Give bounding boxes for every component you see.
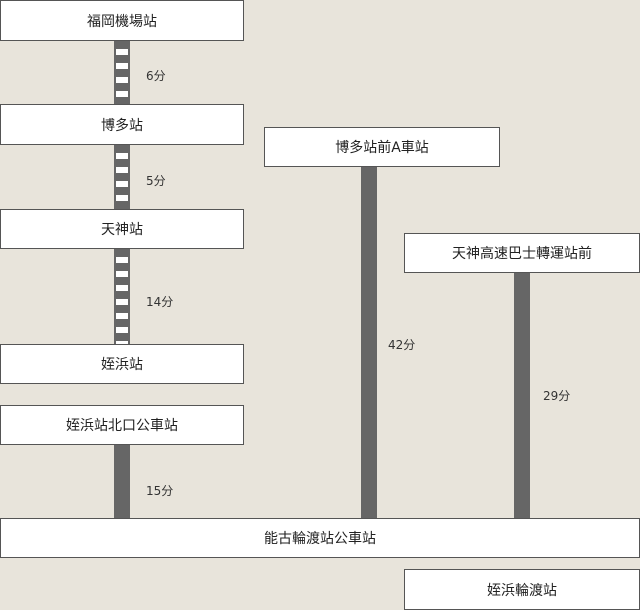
station-tenjin-highway-bus-terminal: 天神高速巴士轉運站前 <box>404 233 640 273</box>
duration-north-bus-noko: 15分 <box>146 484 174 498</box>
duration-airport-hakata: 6分 <box>146 69 166 83</box>
station-fukuoka-airport: 福岡機場站 <box>0 0 244 41</box>
subway-segment-tenjin-meinohama <box>114 249 130 344</box>
subway-segment-hakata-tenjin <box>114 145 130 209</box>
bus-route-north-to-noko <box>114 445 130 518</box>
duration-hakata-tenjin: 5分 <box>146 174 166 188</box>
bus-route-hakata-a-to-noko <box>361 167 377 518</box>
station-meinohama-north-bus-stop: 姪浜站北口公車站 <box>0 405 244 445</box>
duration-tenjin-meinohama: 14分 <box>146 295 174 309</box>
station-hakata: 博多站 <box>0 104 244 145</box>
station-tenjin: 天神站 <box>0 209 244 249</box>
duration-tenjin-hw-noko: 29分 <box>543 389 571 403</box>
subway-segment-airport-hakata <box>114 41 130 104</box>
duration-hakata-a-noko: 42分 <box>388 338 416 352</box>
station-meinohama: 姪浜站 <box>0 344 244 384</box>
bus-route-tenjin-hw-to-noko <box>514 273 530 518</box>
station-hakata-bus-a: 博多站前A車站 <box>264 127 500 167</box>
station-noko-ferry-bus-stop: 能古輪渡站公車站 <box>0 518 640 558</box>
station-meinohama-ferry-terminal: 姪浜輪渡站 <box>404 569 640 610</box>
